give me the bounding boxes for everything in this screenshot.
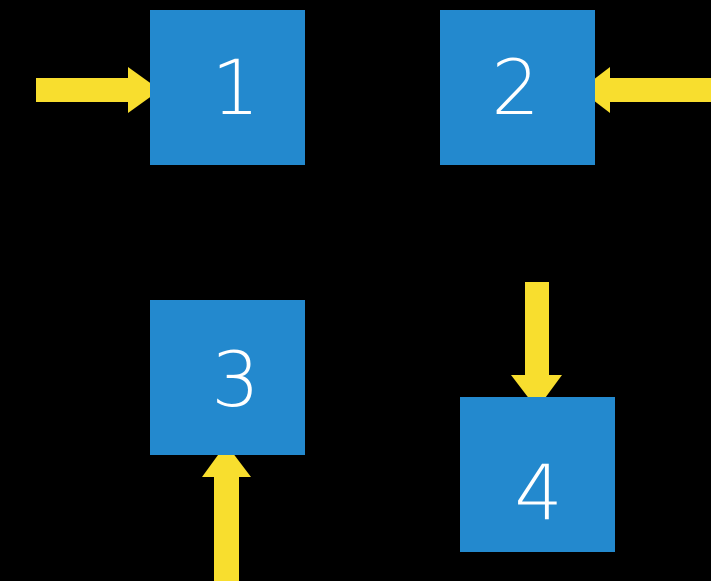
node-box-1[interactable]: 1 bbox=[150, 10, 305, 165]
node-box-3-label: 3 bbox=[211, 334, 260, 424]
node-box-2[interactable]: 2 bbox=[440, 10, 595, 165]
node-box-4-label: 4 bbox=[514, 447, 563, 537]
node-box-1-label: 1 bbox=[211, 42, 260, 132]
node-box-4[interactable]: 4 bbox=[460, 397, 615, 552]
node-box-3[interactable]: 3 bbox=[150, 300, 305, 455]
node-box-2-label: 2 bbox=[491, 42, 540, 132]
